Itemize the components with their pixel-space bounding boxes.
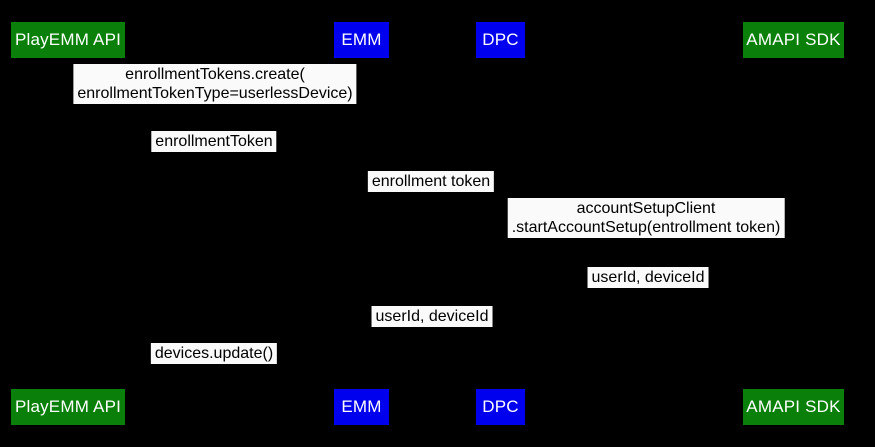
message-line: enrollmentToken: [155, 133, 273, 150]
message-enrollmenttokens-create: enrollmentTokens.create( enrollmentToken…: [73, 64, 357, 104]
message-line: enrollmentTokenType=userlessDevice): [77, 85, 353, 102]
message-accountsetupclient-startaccountsetup: accountSetupClient .startAccountSetup(en…: [507, 198, 785, 238]
message-enrollmenttoken: enrollmentToken: [151, 131, 277, 152]
message-line: .startAccountSetup(entrollment token): [511, 219, 781, 236]
message-line: accountSetupClient: [576, 200, 716, 217]
message-devices-update: devices.update(): [150, 343, 278, 364]
message-enrollment-token: enrollment token: [367, 171, 495, 192]
actor-emm-top: EMM: [334, 22, 389, 58]
message-userid-deviceid-left: userId, deviceId: [371, 306, 493, 327]
message-userid-deviceid-right: userId, deviceId: [587, 267, 709, 288]
actor-dpc-top: DPC: [476, 22, 525, 58]
message-line: userId, deviceId: [375, 308, 489, 325]
actor-playemm-api-top: PlayEMM API: [11, 22, 125, 58]
message-line: devices.update(): [154, 345, 274, 362]
message-line: enrollmentTokens.create(: [125, 66, 305, 83]
actor-dpc-bottom: DPC: [476, 389, 525, 425]
actor-amapi-sdk-top: AMAPI SDK: [743, 22, 844, 58]
actor-amapi-sdk-bottom: AMAPI SDK: [743, 389, 844, 425]
message-line: userId, deviceId: [591, 269, 705, 286]
message-line: enrollment token: [371, 173, 491, 190]
actor-emm-bottom: EMM: [334, 389, 389, 425]
actor-playemm-api-bottom: PlayEMM API: [11, 389, 125, 425]
